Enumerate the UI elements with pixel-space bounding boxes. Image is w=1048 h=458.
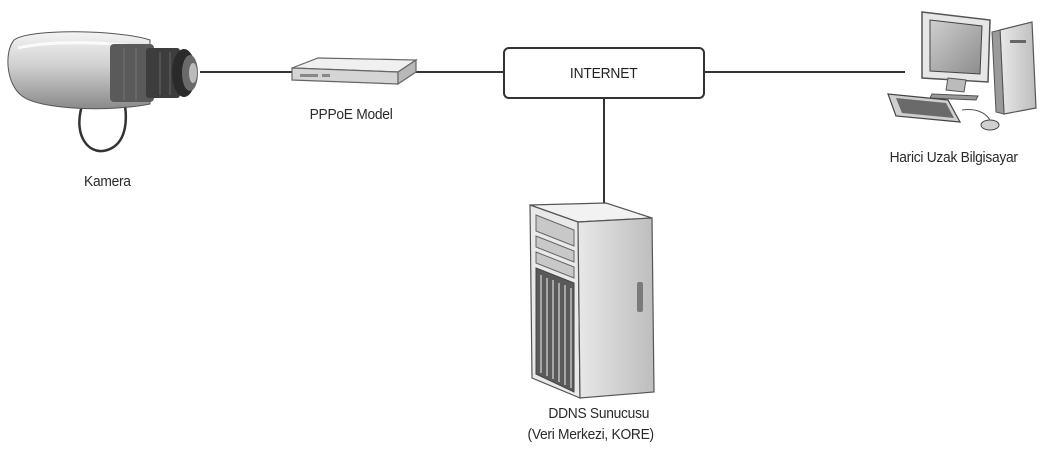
internet-label: INTERNET <box>570 64 638 82</box>
camera-icon <box>7 31 198 153</box>
camera-label: Kamera <box>84 173 131 190</box>
ddns-server-label-line1: DDNS Sunucusu <box>548 405 650 422</box>
connection-lines <box>200 71 905 207</box>
internet-node: INTERNET <box>503 47 705 99</box>
computer-icon <box>887 11 1037 131</box>
ddns-server-label-line2: (Veri Merkezi, KORE) <box>527 426 654 443</box>
modem-label: PPPoE Model <box>309 106 393 123</box>
server-icon <box>529 202 655 399</box>
modem-icon <box>291 57 418 86</box>
remote-pc-label: Harici Uzak Bilgisayar <box>889 149 1018 166</box>
